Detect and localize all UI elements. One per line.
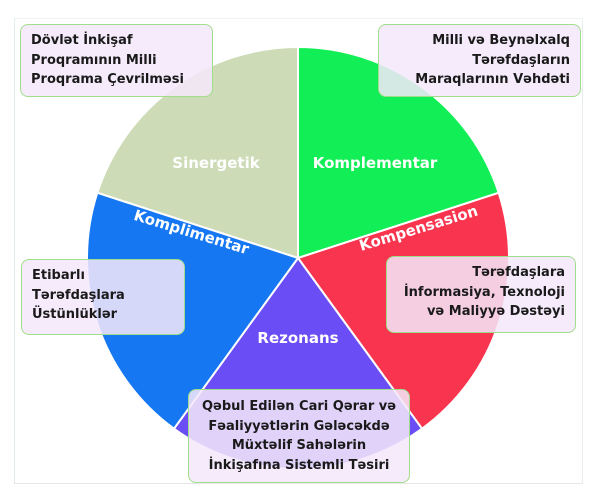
callout-line: Etibarlı — [32, 268, 85, 283]
callout-line: və Maliyyə Dəstəyi — [426, 304, 565, 319]
slice-label-rezonans: Rezonans — [257, 329, 338, 347]
callout-line: Milli və Beynəlxalq — [432, 33, 570, 48]
callout-line: Proqrama Çevrilməsi — [31, 72, 184, 87]
callout-line: Tərəfdaşların — [472, 52, 570, 68]
callout-line: Tərəfdaşlara — [32, 287, 125, 303]
callout-partner-support: Tərəfdaşlara İnformasiya, Texnoloji və M… — [386, 256, 576, 333]
callout-line: İnkişafına Sistemli Təsiri — [208, 457, 390, 473]
slice-label-komplementar: Komplementar — [313, 154, 438, 172]
callout-line: İnformasiya, Texnoloji — [403, 284, 565, 300]
slice-label-sinergetik: Sinergetik — [172, 154, 260, 172]
callout-line: Üstünlüklər — [32, 307, 118, 322]
callout-line: Proqramının Milli — [31, 52, 157, 68]
callout-line: Fəaliyyətlərin Gələcəkdə — [208, 418, 390, 434]
callout-line: Müxtəlif Sahələrin — [231, 438, 367, 453]
callout-line: Dövlət İnkişaf — [31, 33, 133, 48]
callout-line: Maraqlarının Vəhdəti — [415, 72, 570, 87]
callout-state-development: Dövlət İnkişaf Proqramının Milli Proqram… — [20, 24, 213, 97]
callout-partner-interests: Milli və Beynəlxalq Tərəfdaşların Maraql… — [378, 24, 581, 97]
callout-systemic-impact: Qəbul Edilən Cari Qərar və Fəaliyyətləri… — [188, 389, 410, 483]
callout-trusted-partners: Etibarlı Tərəfdaşlara Üstünlüklər — [21, 259, 185, 335]
callout-line: Tərəfdaşlara — [472, 265, 565, 280]
callout-line: Qəbul Edilən Cari Qərar və — [201, 399, 397, 414]
